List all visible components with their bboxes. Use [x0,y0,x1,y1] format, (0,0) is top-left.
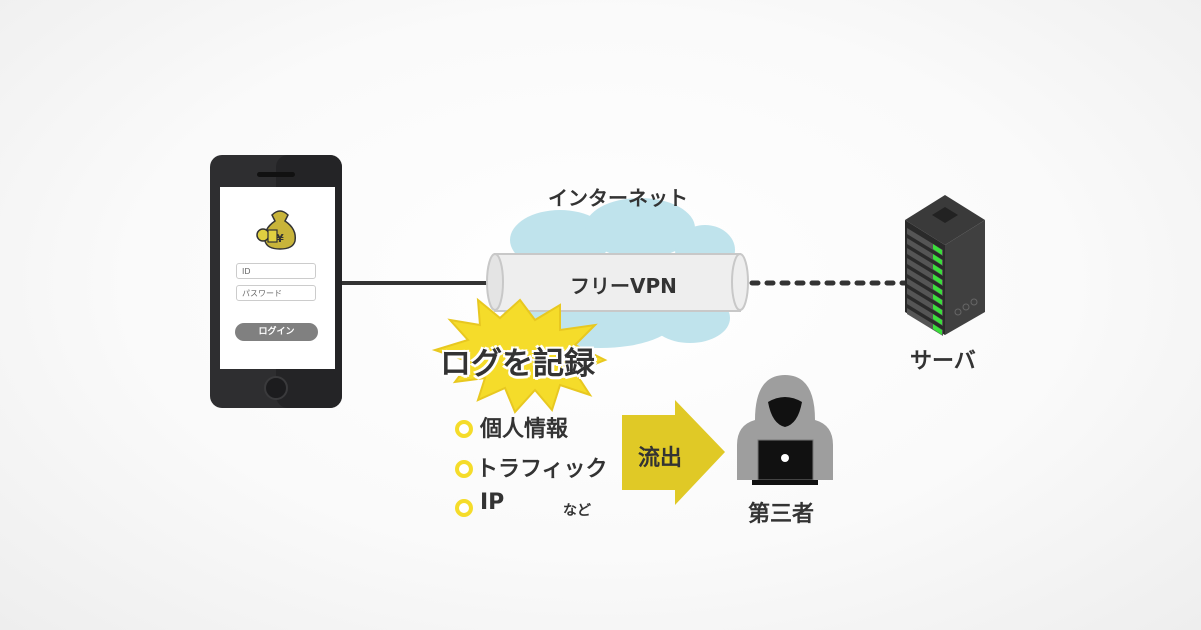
logged-item: トラフィック [476,457,608,482]
server-icon [905,195,985,336]
etc-label: など [563,503,591,519]
server-led [933,264,942,275]
logged-item: 個人情報 [480,417,569,442]
server-led [933,314,942,325]
hacker-icon [737,375,833,485]
bullet-icon [455,460,473,478]
server-led [933,244,942,255]
svg-text:¥: ¥ [276,232,284,245]
login-button[interactable]: ログイン [235,323,318,341]
password-input[interactable]: パスワード [236,285,316,301]
server-led [933,294,942,305]
server-led [933,324,942,335]
smartphone-icon [210,155,342,408]
server-led [933,304,942,315]
server-led [933,274,942,285]
log-record-label: ログを記録 [440,346,595,382]
vpn-label: フリーVPN [570,274,677,298]
bullet-icon [455,420,473,438]
money-bag-icon: ¥ [256,210,297,250]
bullet-icon [455,499,473,517]
server-led [933,284,942,295]
starburst-shape [431,297,608,414]
third-party-label: 第三者 [748,502,815,527]
leak-label: 流出 [638,446,683,471]
leak-arrow [622,400,725,505]
vpn-tunnel-pipe [486,253,749,312]
internet-label: インターネット [548,186,688,210]
server-led [933,254,942,265]
logged-item: IP [480,490,505,515]
server-label: サーバ [910,349,976,374]
id-input[interactable]: ID [236,263,316,279]
